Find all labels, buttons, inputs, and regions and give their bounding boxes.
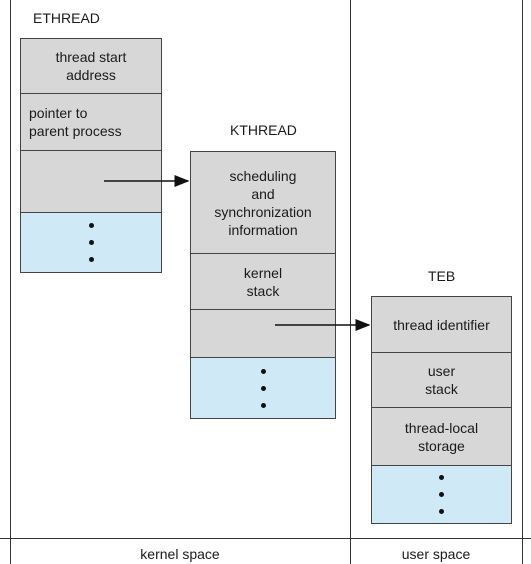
ellipsis-dot	[439, 492, 444, 497]
kthread-cell-line: stack	[246, 282, 280, 299]
kthread-cell-line: kernel	[243, 264, 283, 281]
teb-stack: thread identifier user stack thread-loca…	[371, 296, 512, 524]
kthread-scheduling-info: scheduling and synchronization informati…	[191, 152, 335, 254]
teb-cell-line: user	[427, 363, 456, 379]
teb-title: TEB	[428, 268, 456, 284]
left-border	[10, 0, 11, 564]
kthread-cell-line: information	[228, 221, 298, 238]
kthread-title: KTHREAD	[230, 122, 297, 138]
kernel-space-label: kernel space	[140, 546, 220, 562]
ellipsis-dot	[260, 368, 266, 374]
teb-cell-line: storage	[418, 437, 465, 454]
teb-thread-local-storage: thread-local storage	[372, 408, 511, 466]
teb-cell-line: thread identifier	[393, 316, 490, 333]
kthread-teb-pointer	[191, 310, 335, 358]
ethread-stack: thread start address pointer to parent p…	[20, 38, 162, 273]
ellipsis-dot	[439, 475, 444, 480]
ethread-title: ETHREAD	[33, 10, 100, 26]
right-border	[522, 0, 523, 564]
ellipsis-dot	[260, 385, 266, 391]
kthread-cell-line: and	[251, 185, 275, 202]
ethread-kthread-pointer	[21, 151, 161, 213]
kthread-kernel-stack: kernel stack	[191, 254, 335, 310]
ellipsis-dot	[88, 223, 94, 228]
kthread-cell-line: synchronization	[214, 203, 312, 220]
teb-user-stack: user stack	[372, 353, 511, 408]
ethread-cell-line: pointer to	[29, 105, 88, 121]
ellipsis-dot	[439, 509, 444, 514]
ellipsis-dot	[88, 257, 94, 262]
ellipsis-dot	[88, 240, 94, 245]
ethread-pointer-to-parent: pointer to parent process	[21, 94, 161, 151]
user-space-label: user space	[401, 546, 471, 562]
kthread-stack: scheduling and synchronization informati…	[190, 151, 336, 419]
ethread-cell-line: thread start	[55, 49, 127, 65]
kernel-user-divider	[350, 0, 351, 564]
ethread-continuation	[21, 213, 161, 272]
teb-thread-identifier: thread identifier	[372, 297, 511, 353]
ethread-cell-line: parent process	[29, 123, 122, 139]
kthread-continuation	[191, 358, 335, 418]
teb-cell-line: thread-local	[404, 419, 479, 436]
ethread-thread-start-address: thread start address	[21, 39, 161, 94]
ethread-cell-line: address	[66, 67, 116, 83]
teb-cell-line: stack	[425, 381, 458, 397]
kthread-cell-line: scheduling	[229, 167, 297, 184]
ellipsis-dot	[260, 402, 266, 408]
footer-divider	[0, 538, 531, 539]
teb-continuation	[372, 466, 511, 523]
